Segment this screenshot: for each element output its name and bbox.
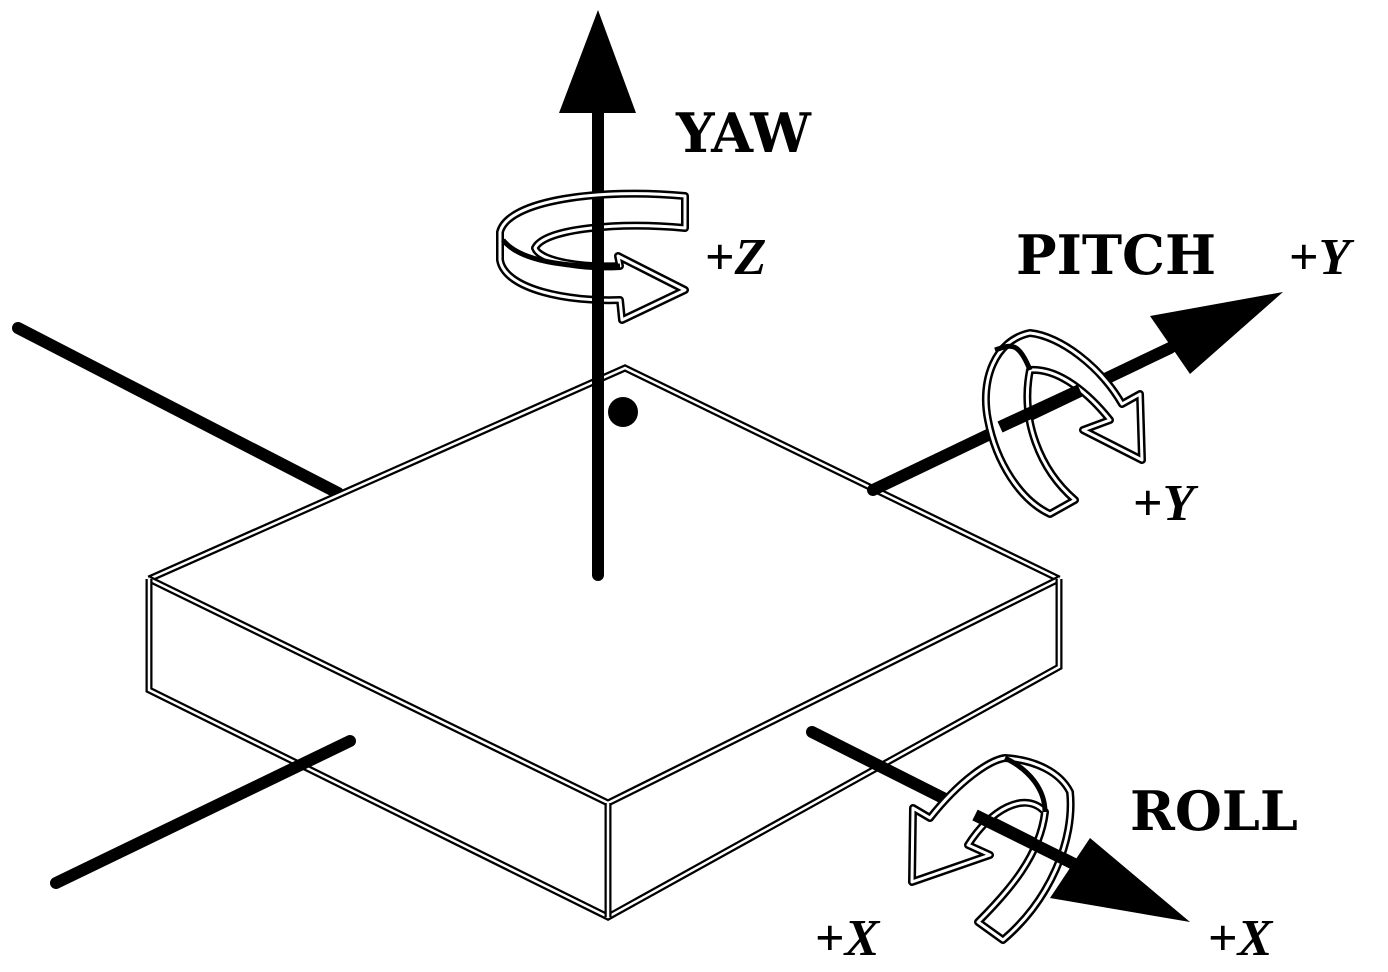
yaw-axis-sign: + — [705, 229, 735, 286]
roll-axis-sign: + — [815, 910, 845, 967]
origin-dot-icon — [608, 397, 638, 427]
board-left-face — [149, 579, 608, 917]
z-axis-arrowhead-icon — [559, 10, 636, 113]
roll-axis-label: +X — [815, 910, 881, 967]
x-axis-arrowhead-icon — [1050, 838, 1190, 922]
y-axis-letter: Y — [1319, 229, 1355, 286]
negative-x-axis-line — [50, 735, 356, 889]
board-top-face — [149, 368, 1059, 803]
roll-label: ROLL — [1130, 779, 1298, 843]
pitch-label: PITCH — [1016, 223, 1216, 287]
x-axis-label: +X — [1208, 910, 1274, 967]
pitch-axis-label: +Y — [1133, 475, 1199, 532]
y-axis-arrowhead-icon — [1150, 292, 1283, 374]
z-axis — [559, 10, 636, 581]
x-axis-sign: + — [1208, 910, 1238, 967]
yaw-rotation-arrow-icon — [496, 189, 689, 324]
pitch-rotation-arrow-icon — [981, 329, 1146, 518]
y-axis-sign: + — [1289, 229, 1319, 286]
x-axis-letter: X — [1236, 910, 1274, 967]
board-edges — [145, 364, 1063, 921]
yaw-label: YAW — [675, 101, 812, 165]
negative-y-axis-line — [12, 322, 344, 499]
roll-axis-letter: X — [843, 910, 881, 967]
pitch-axis-sign: + — [1133, 475, 1163, 532]
y-axis-label: +Y — [1289, 229, 1355, 286]
pitch-axis-letter: Y — [1163, 475, 1199, 532]
yaw-axis-letter: Z — [734, 229, 767, 286]
roll-rotation-arrow-icon — [908, 754, 1083, 944]
yaw-axis-label: +Z — [705, 229, 766, 286]
